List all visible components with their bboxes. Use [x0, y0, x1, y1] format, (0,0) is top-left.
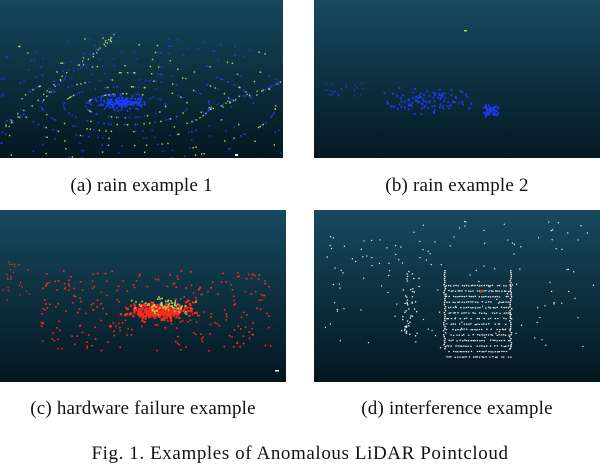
pointcloud-interference — [314, 210, 600, 382]
caption-c: (c) hardware failure example — [0, 398, 286, 420]
panel-rain-example-2 — [314, 0, 600, 158]
pointcloud-rain-1 — [0, 0, 283, 158]
panel-interference-example — [314, 210, 600, 382]
caption-a: (a) rain example 1 — [0, 175, 283, 197]
pointcloud-hardware-failure — [0, 210, 286, 382]
pointcloud-rain-2 — [314, 0, 600, 158]
panel-hardware-failure-example — [0, 210, 286, 382]
caption-b: (b) rain example 2 — [314, 175, 600, 197]
panel-rain-example-1 — [0, 0, 283, 158]
figure-caption: Fig. 1. Examples of Anomalous LiDAR Poin… — [0, 443, 600, 465]
caption-d: (d) interference example — [314, 398, 600, 420]
